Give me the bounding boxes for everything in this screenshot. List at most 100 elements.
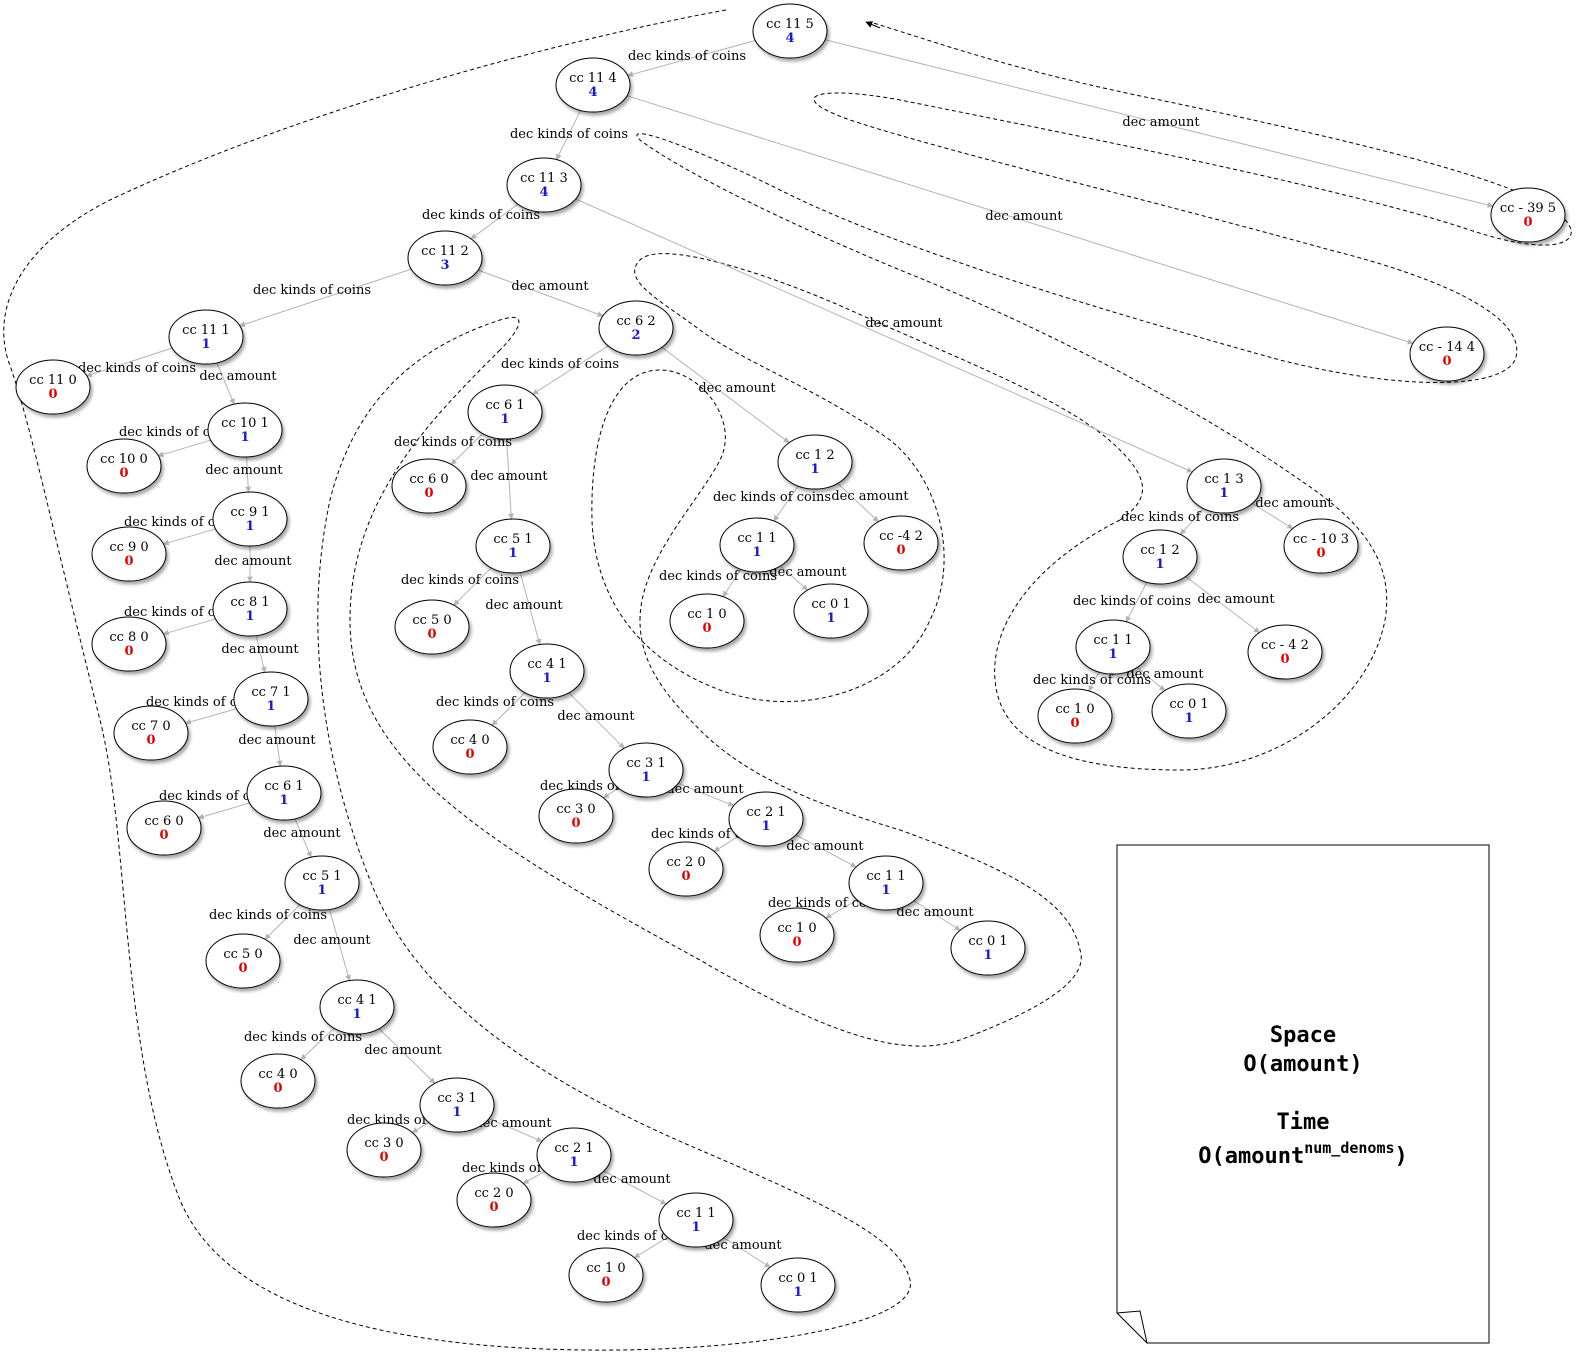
- node-ellipse: [538, 788, 614, 844]
- node-call-label: cc 4 0: [450, 733, 489, 748]
- node-result-value: 0: [1316, 546, 1325, 561]
- edge-n24-n26: [488, 1118, 543, 1142]
- edge-label: dec amount: [985, 209, 1063, 224]
- node-call-label: cc 8 0: [109, 630, 148, 645]
- call-node: cc 1 21: [777, 434, 853, 490]
- edge-label: dec amount: [865, 316, 943, 331]
- edge-n14-n16: [255, 635, 267, 673]
- edge-n12-n13: [162, 528, 216, 546]
- edge-label: dec amount: [1126, 667, 1204, 682]
- edge-label: dec kinds of coins: [1121, 510, 1239, 525]
- node-result-value: 1: [641, 770, 650, 785]
- edge-label: dec kinds of coins: [510, 127, 628, 142]
- call-node: cc 5 00: [205, 933, 281, 989]
- edge-n3-n5: [470, 203, 519, 240]
- edge-label: dec amount: [1122, 115, 1200, 130]
- time-value-base: O(amount: [1198, 1144, 1304, 1169]
- note-paper: [1116, 844, 1490, 1344]
- node-call-label: cc 5 0: [412, 613, 451, 628]
- node-ellipse: [1075, 619, 1151, 675]
- node-ellipse: [391, 458, 467, 514]
- node-result-value: 4: [785, 31, 794, 46]
- node-ellipse: [240, 1053, 316, 1109]
- edge-n22-n23: [300, 1027, 335, 1061]
- edge-label: dec kinds of coins: [209, 908, 327, 923]
- call-node: cc 4 00: [240, 1053, 316, 1109]
- call-node: cc - 4 20: [1247, 624, 1323, 680]
- edge-n0-n1: [627, 40, 756, 77]
- node-ellipse: [777, 434, 853, 490]
- edge-n22-n24: [378, 1028, 436, 1084]
- node-result-value: 2: [631, 328, 640, 343]
- node-result-value: 1: [761, 819, 770, 834]
- edge-n32-n46: [837, 482, 879, 523]
- edge-n10-n12: [245, 456, 252, 493]
- call-node: cc 2 11: [728, 791, 804, 847]
- node-ellipse: [760, 1257, 836, 1313]
- node-call-label: cc 7 1: [251, 685, 290, 700]
- edge-label: dec amount: [364, 1043, 442, 1058]
- edge-n34-n35: [453, 567, 492, 606]
- node-call-label: cc - 39 5: [1500, 201, 1556, 216]
- node-call-label: cc 2 1: [554, 1141, 593, 1156]
- node-result-value: 1: [691, 1220, 700, 1235]
- node-ellipse: [212, 491, 288, 547]
- edge-n16-n18: [274, 725, 283, 767]
- node-ellipse: [1151, 683, 1227, 739]
- edge-label: dec amount: [205, 463, 283, 478]
- call-node: cc 1 00: [759, 907, 835, 963]
- recursion-region-outlines: [3, 9, 1572, 1351]
- edge-label: dec kinds of coins: [501, 357, 619, 372]
- call-node: cc 5 11: [284, 855, 360, 911]
- call-node: cc 6 22: [598, 300, 674, 356]
- edge-n42-n43: [825, 899, 858, 919]
- edge-label: dec amount: [1255, 496, 1333, 511]
- edge-n42-n44: [913, 900, 961, 931]
- call-node: cc 1 31: [1186, 458, 1262, 514]
- edge-n49-n51: [1125, 581, 1148, 623]
- node-ellipse: [346, 1122, 422, 1178]
- edge-n20-n22: [328, 909, 351, 982]
- node-result-value: 1: [826, 611, 835, 626]
- node-result-value: 0: [489, 1200, 498, 1215]
- node-result-value: 0: [681, 869, 690, 884]
- call-node: cc 8 00: [91, 616, 167, 672]
- edge-label: dec kinds of coins: [78, 361, 196, 376]
- node-call-label: cc 1 1: [737, 531, 776, 546]
- call-node: cc 3 11: [419, 1077, 495, 1133]
- edge-n26-n27: [522, 1171, 545, 1184]
- node-result-value: 0: [119, 466, 128, 481]
- call-node: cc -4 20: [863, 515, 939, 571]
- node-ellipse: [319, 979, 395, 1035]
- node-call-label: cc 9 1: [230, 505, 269, 520]
- call-node: cc - 10 30: [1283, 518, 1359, 574]
- edge-label: dec kinds of coins: [628, 49, 746, 64]
- node-ellipse: [1247, 624, 1323, 680]
- node-ellipse: [568, 1247, 644, 1303]
- edge-label: dec kinds of coins: [119, 425, 237, 440]
- call-node: cc 2 11: [536, 1127, 612, 1183]
- edge-n40-n42: [795, 834, 857, 868]
- edge-n31-n34: [506, 438, 515, 520]
- node-call-label: cc 10 1: [221, 416, 269, 431]
- time-value-close: ): [1395, 1144, 1408, 1169]
- edges-layer: [86, 39, 1494, 1268]
- edge-label: dec amount: [769, 565, 847, 580]
- node-result-value: 1: [266, 699, 275, 714]
- node-ellipse: [168, 309, 244, 365]
- call-node: cc 11 54: [752, 3, 828, 59]
- node-ellipse: [506, 157, 582, 213]
- note-dogear: [1116, 1310, 1148, 1344]
- region-outline-left-branch: [3, 9, 911, 1351]
- node-ellipse: [648, 841, 724, 897]
- node-ellipse: [246, 765, 322, 821]
- edge-n6-n49: [1179, 508, 1205, 535]
- node-call-label: cc 11 2: [421, 244, 469, 259]
- edge-n40-n41: [713, 836, 739, 852]
- node-ellipse: [212, 581, 288, 637]
- edge-label: dec amount: [511, 279, 589, 294]
- node-result-value: 1: [279, 793, 288, 808]
- node-ellipse: [284, 855, 360, 911]
- edge-label: dec amount: [704, 1238, 782, 1253]
